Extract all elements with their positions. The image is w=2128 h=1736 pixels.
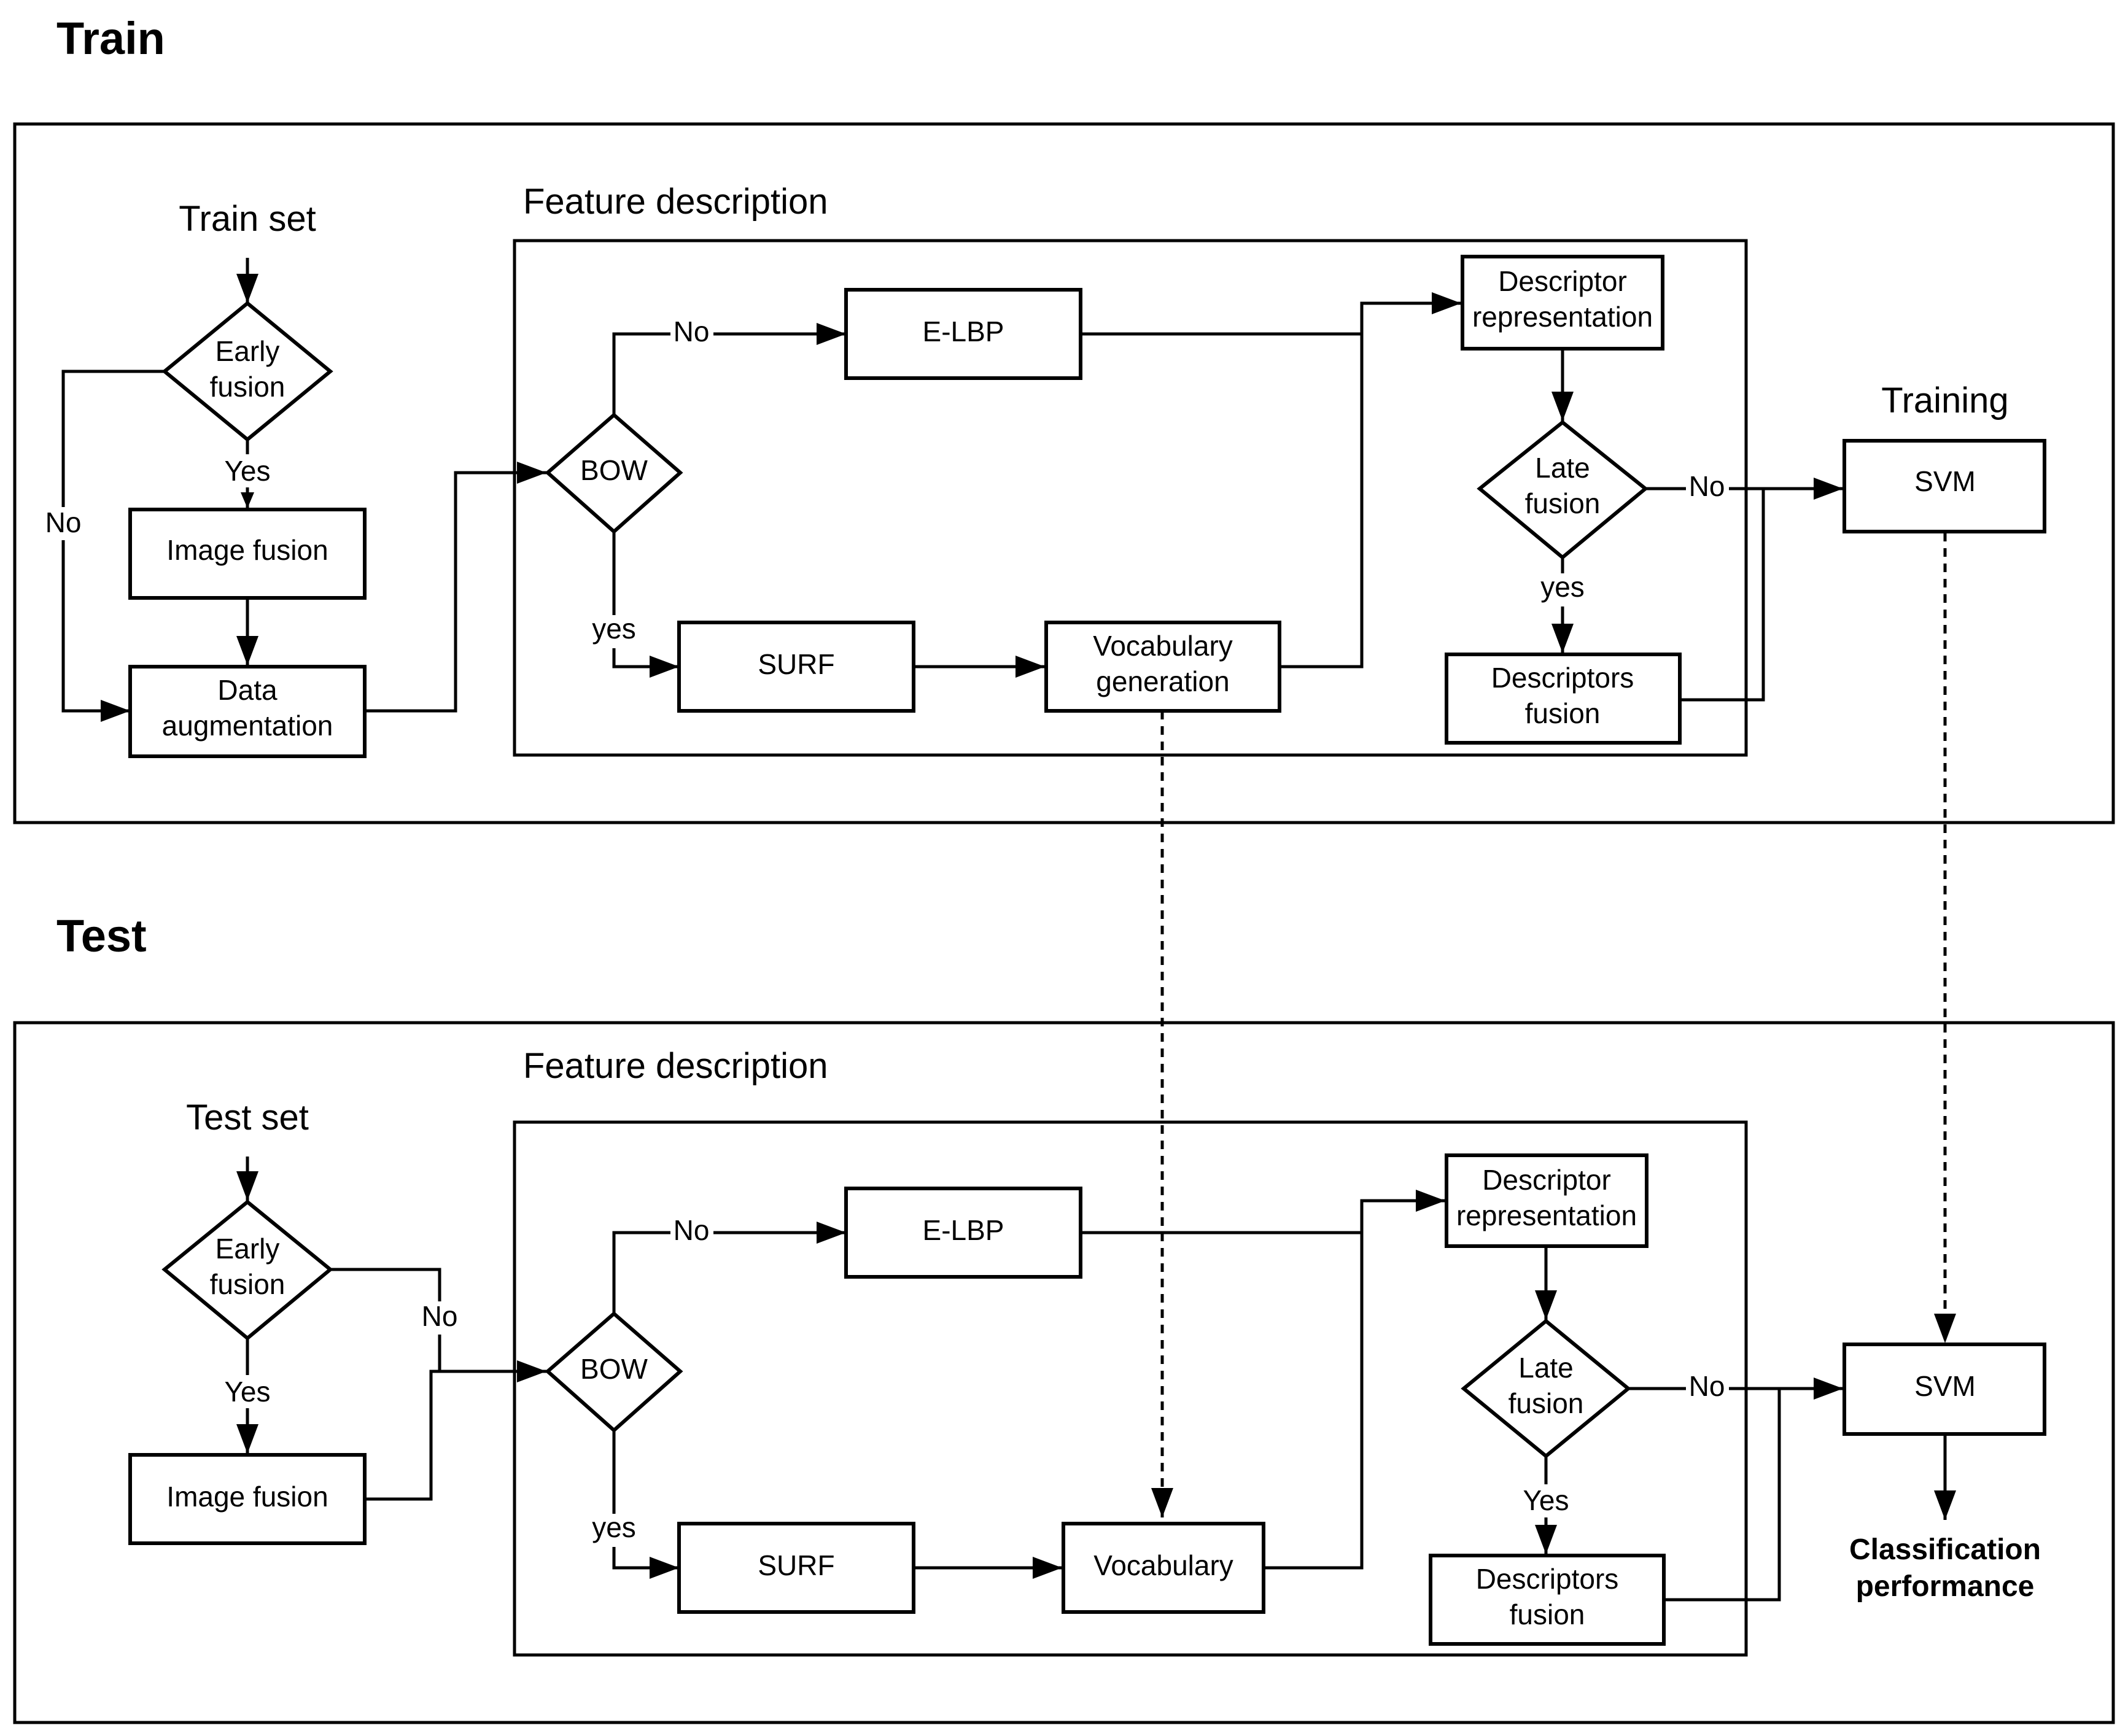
test-descriptors-fusion-line2: fusion	[1510, 1598, 1585, 1630]
train-data-augmentation-line2: augmentation	[162, 710, 333, 742]
test-early-no-label: No	[422, 1300, 458, 1332]
test-late-no-label: No	[1689, 1370, 1725, 1402]
edge-descfusion-svm	[1679, 489, 1765, 702]
test-svm-label: SVM	[1914, 1370, 1976, 1402]
train-svm-box: SVM	[1843, 439, 2046, 533]
train-image-fusion-label: Image fusion	[166, 534, 328, 566]
edge-early-no-augmentation	[61, 370, 165, 722]
edge-bow-no-elbp	[612, 323, 846, 415]
test-section-frame	[13, 1021, 2115, 1724]
test-bow-yes-label: yes	[592, 1511, 636, 1543]
train-early-fusion-decision: Early fusion	[161, 301, 333, 442]
edge-test-bow-yes-surf	[612, 1430, 679, 1579]
test-vocabulary-box: Vocabulary	[1062, 1522, 1265, 1614]
test-early-yes-label: Yes	[224, 1376, 270, 1408]
train-section-title: Train	[56, 13, 165, 64]
test-elbp-label: E-LBP	[923, 1214, 1004, 1246]
classification-performance-output: Classification performance	[1849, 1533, 2041, 1603]
test-descriptor-line2: representation	[1456, 1199, 1637, 1231]
test-surf-box: SURF	[677, 1522, 915, 1614]
train-svm-label: SVM	[1914, 465, 1976, 497]
train-edges	[61, 258, 1956, 1517]
test-feature-group-title: Feature description	[523, 1046, 828, 1086]
train-feature-group	[513, 239, 1748, 757]
test-early-fusion-line1: Early	[216, 1233, 280, 1265]
test-descriptor-line1: Descriptor	[1482, 1164, 1611, 1196]
train-bow-no-label: No	[674, 316, 710, 347]
train-surf-box: SURF	[677, 621, 915, 713]
train-descriptor-line1: Descriptor	[1498, 265, 1627, 297]
test-late-fusion-decision: Late fusion	[1461, 1319, 1631, 1459]
test-descriptor-representation-box: Descriptor representation	[1445, 1153, 1648, 1248]
train-descriptors-fusion-box: Descriptors fusion	[1445, 653, 1682, 745]
edge-elbp-descriptor	[1081, 292, 1461, 336]
edge-test-imagefusion-bow	[365, 1360, 546, 1501]
training-group-title: Training	[1881, 381, 2008, 420]
train-late-no-label: No	[1689, 470, 1725, 502]
test-elbp-box: E-LBP	[844, 1187, 1082, 1279]
train-data-augmentation-line1: Data	[217, 674, 278, 706]
test-set-label: Test set	[186, 1098, 309, 1137]
test-bow-label: BOW	[580, 1353, 648, 1385]
test-edge-labels: Yes No No yes No Yes	[224, 1214, 1729, 1547]
train-early-fusion-line1: Early	[216, 335, 280, 367]
train-early-no-label: No	[45, 506, 82, 538]
test-descriptors-fusion-box: Descriptors fusion	[1429, 1554, 1666, 1646]
train-data-augmentation-box: Data augmentation	[128, 665, 367, 758]
test-section-title: Test	[56, 910, 147, 961]
output-line1: Classification	[1849, 1533, 2041, 1566]
train-feature-group-title: Feature description	[523, 182, 828, 222]
test-image-fusion-box: Image fusion	[128, 1453, 367, 1545]
train-descriptors-fusion-line2: fusion	[1525, 697, 1601, 729]
train-image-fusion-box: Image fusion	[128, 508, 367, 600]
train-elbp-box: E-LBP	[844, 288, 1082, 380]
test-image-fusion-label: Image fusion	[166, 1481, 328, 1513]
train-vocabulary-line1: Vocabulary	[1093, 630, 1233, 662]
test-late-yes-label: Yes	[1523, 1484, 1569, 1516]
train-edge-labels: Yes No No yes No yes	[42, 316, 1729, 648]
train-early-yes-label: Yes	[224, 455, 270, 487]
test-early-fusion-line2: fusion	[210, 1268, 285, 1300]
test-descriptors-fusion-line1: Descriptors	[1476, 1563, 1619, 1595]
test-surf-label: SURF	[758, 1549, 834, 1581]
test-bow-no-label: No	[674, 1214, 710, 1246]
train-descriptors-fusion-line1: Descriptors	[1491, 662, 1634, 694]
test-early-fusion-decision: Early fusion	[161, 1199, 333, 1341]
edge-test-early-no-bow	[330, 1268, 441, 1371]
train-vocabulary-line2: generation	[1096, 665, 1229, 697]
edge-bow-yes-surf	[612, 532, 679, 678]
train-section-frame	[13, 122, 2115, 824]
train-bow-decision: BOW	[545, 413, 683, 535]
test-edges	[236, 1157, 1956, 1602]
edge-augmentation-bow	[365, 462, 546, 713]
train-surf-label: SURF	[758, 648, 834, 680]
train-late-fusion-decision: Late fusion	[1477, 420, 1648, 560]
train-elbp-label: E-LBP	[923, 316, 1004, 347]
output-line2: performance	[1856, 1570, 2035, 1603]
train-descriptor-representation-box: Descriptor representation	[1461, 255, 1664, 351]
train-set-label: Train set	[179, 199, 316, 239]
test-vocabulary-label: Vocabulary	[1093, 1549, 1233, 1581]
train-early-fusion-line2: fusion	[210, 371, 285, 403]
test-late-fusion-line2: fusion	[1509, 1387, 1584, 1419]
train-late-fusion-line1: Late	[1535, 452, 1590, 484]
test-bow-decision: BOW	[545, 1311, 683, 1433]
edge-test-descfusion-svm	[1663, 1389, 1781, 1602]
train-bow-yes-label: yes	[592, 613, 636, 645]
train-vocabulary-generation-box: Vocabulary generation	[1044, 621, 1281, 713]
test-late-fusion-line1: Late	[1518, 1352, 1574, 1384]
edge-test-bow-no-elbp	[612, 1222, 846, 1314]
edge-test-elbp-descriptor	[1081, 1190, 1445, 1234]
edge-vocabulary-descriptor	[1280, 334, 1364, 668]
test-svm-box: SVM	[1843, 1343, 2046, 1436]
train-late-fusion-line2: fusion	[1525, 487, 1601, 519]
train-descriptor-line2: representation	[1472, 301, 1653, 333]
train-bow-label: BOW	[580, 454, 648, 486]
train-late-yes-label: yes	[1540, 571, 1585, 603]
edge-test-vocabulary-descriptor	[1264, 1233, 1364, 1570]
